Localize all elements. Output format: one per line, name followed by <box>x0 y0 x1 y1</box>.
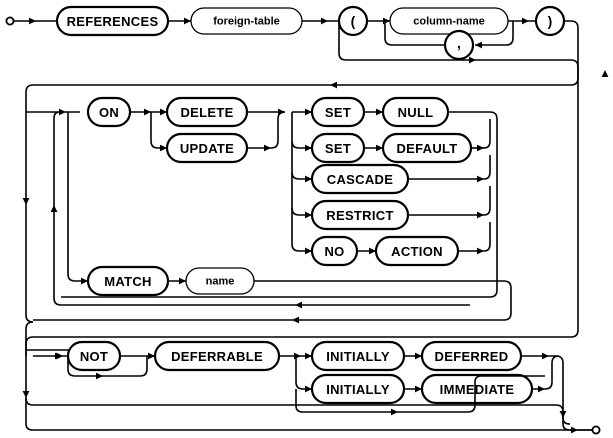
node-match[interactable]: MATCH <box>86 265 170 297</box>
start-marker <box>5 16 57 26</box>
node-delete-label: DELETE <box>180 105 233 120</box>
node-cascade-label: CASCADE <box>327 172 393 187</box>
node-deferred[interactable]: DEFERRED <box>420 340 523 372</box>
node-lparen-label: ( <box>351 13 356 29</box>
node-no[interactable]: NO <box>310 235 359 267</box>
node-action-label: ACTION <box>391 244 443 259</box>
node-references-label: REFERENCES <box>67 14 159 29</box>
node-on[interactable]: ON <box>86 96 132 128</box>
merge-delete-update <box>247 108 286 152</box>
node-restrict[interactable]: RESTRICT <box>310 199 410 231</box>
action-merge-column <box>61 111 498 298</box>
node-column-name[interactable]: column-name <box>389 7 509 35</box>
row2-outer-repeat-loop <box>50 111 470 306</box>
link-lparen-to-column-name <box>367 17 390 25</box>
node-deferred-label: DEFERRED <box>435 349 509 364</box>
end-marker <box>591 425 601 435</box>
link-match-merge <box>33 280 512 324</box>
node-default-label: DEFAULT <box>396 141 457 156</box>
initially-fanout <box>279 352 468 416</box>
initially-merge <box>467 352 571 425</box>
node-rparen[interactable]: ) <box>534 5 566 37</box>
node-set-default-set[interactable]: SET <box>310 132 366 164</box>
link-initially-to-immediate <box>404 385 422 393</box>
node-update[interactable]: UPDATE <box>165 132 249 164</box>
link-not-to-deferrable <box>120 352 155 360</box>
link-on-to-delete-update <box>130 108 167 152</box>
bypass-column-list <box>338 21 571 64</box>
link-rparen-to-row2 <box>25 20 609 107</box>
link-initially-to-deferred <box>404 352 422 360</box>
node-not[interactable]: NOT <box>66 340 122 372</box>
link-no-to-action <box>357 247 376 255</box>
node-deferrable-label: DEFERRABLE <box>171 349 263 364</box>
node-foreign-table[interactable]: foreign-table <box>190 7 303 35</box>
node-set-default-set-label: SET <box>325 141 351 156</box>
action-fanout-column <box>291 108 312 255</box>
link-references-to-foreign-table <box>168 17 191 25</box>
node-name-label: name <box>206 276 235 288</box>
node-not-label: NOT <box>80 349 108 364</box>
node-set-null-set[interactable]: SET <box>310 96 366 128</box>
loop-comma-repeat: , <box>384 21 514 61</box>
node-null-label: NULL <box>398 105 434 120</box>
link-set-to-default <box>364 144 383 152</box>
row2-entry-rail <box>22 107 80 323</box>
row2-to-row3-rail <box>25 74 579 345</box>
link-set-to-null <box>364 108 383 116</box>
node-comma-label: , <box>457 35 461 51</box>
node-set-null-set-label: SET <box>325 105 351 120</box>
node-foreign-table-label: foreign-table <box>213 16 280 28</box>
link-foreign-table-to-lparen <box>302 17 339 25</box>
node-null[interactable]: NULL <box>381 96 450 128</box>
node-initially-deferred-label: INITIALLY <box>326 349 390 364</box>
row2-branch-column <box>67 112 88 285</box>
node-cascade[interactable]: CASCADE <box>310 163 410 195</box>
node-deferrable[interactable]: DEFERRABLE <box>153 340 281 372</box>
node-default[interactable]: DEFAULT <box>381 132 473 164</box>
link-match-to-name <box>168 277 186 285</box>
node-initially-deferred[interactable]: INITIALLY <box>310 340 406 372</box>
node-update-label: UPDATE <box>180 141 234 156</box>
node-rparen-label: ) <box>548 13 553 29</box>
node-restrict-label: RESTRICT <box>326 208 393 223</box>
node-initially-immediate-label: INITIALLY <box>326 382 390 397</box>
node-column-name-label: column-name <box>413 16 485 28</box>
node-match-label: MATCH <box>104 274 151 289</box>
node-initially-immediate[interactable]: INITIALLY <box>310 373 406 405</box>
end-rail <box>25 398 592 434</box>
node-on-label: ON <box>99 105 119 120</box>
node-immediate-label: IMMEDIATE <box>440 382 515 397</box>
node-delete[interactable]: DELETE <box>165 96 249 128</box>
node-immediate[interactable]: IMMEDIATE <box>420 373 534 405</box>
node-no-label: NO <box>324 244 344 259</box>
node-name[interactable]: name <box>185 267 255 295</box>
node-lparen[interactable]: ( <box>337 5 369 37</box>
node-action[interactable]: ACTION <box>374 235 460 267</box>
row3-not-branch <box>25 344 148 380</box>
node-references[interactable]: REFERENCES <box>55 5 170 37</box>
